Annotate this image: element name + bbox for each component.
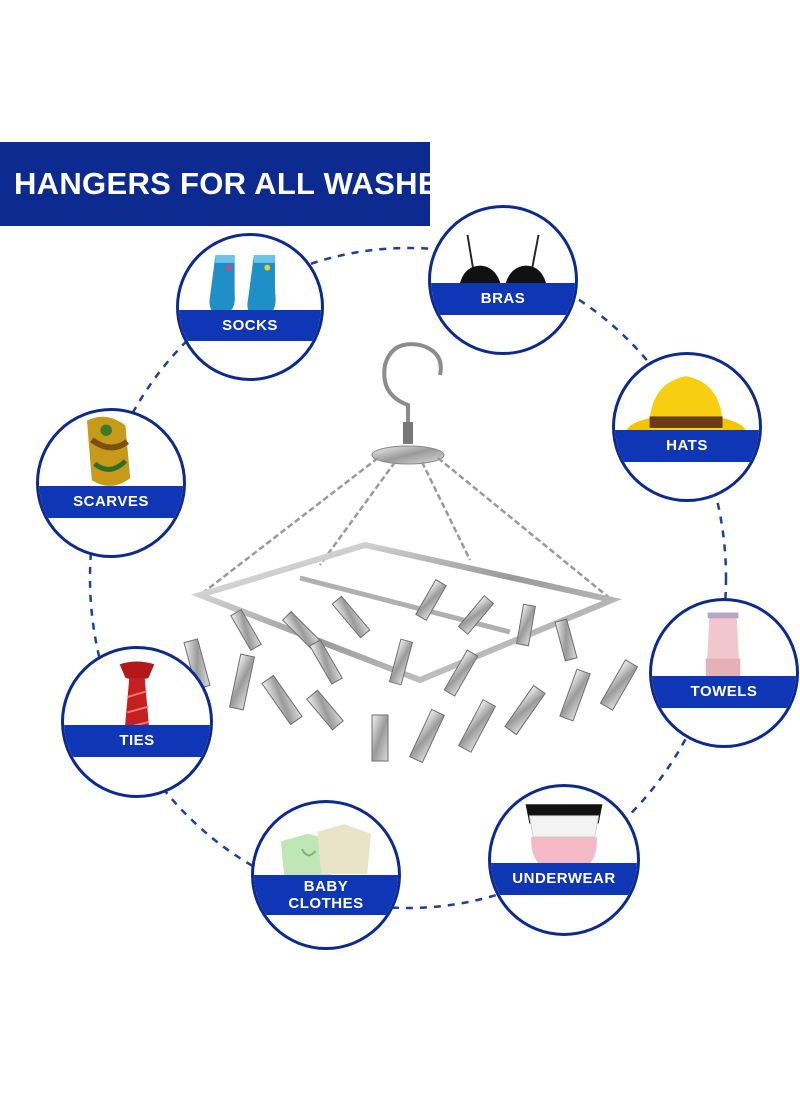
badge-label: BRAS: [480, 290, 526, 308]
badge-hats: HATS: [612, 352, 762, 502]
badge-label: UNDERWEAR: [512, 870, 616, 888]
tie-icon: [119, 661, 155, 755]
badge-ties: TIES: [61, 646, 213, 798]
badge-label: BABY CLOTHES: [288, 878, 364, 913]
badge-underwear: UNDERWEAR: [488, 784, 640, 936]
hat-icon: [626, 376, 746, 450]
badge-label: SOCKS: [222, 316, 278, 334]
badge-label: SCARVES: [73, 493, 149, 511]
underwear-icon: [525, 804, 603, 876]
baby-clothes-icon: [280, 824, 372, 882]
badge-socks: SOCKS: [176, 233, 324, 381]
badge-scarves: SCARVES: [36, 408, 186, 558]
title-banner: HANGERS FOR ALL WASHES: [0, 142, 459, 226]
badge-bras: BRAS: [428, 205, 578, 355]
banner-title: HANGERS FOR ALL WASHES: [14, 166, 460, 201]
socks-icon: [209, 255, 276, 317]
badge-baby-clothes: BABY CLOTHES: [251, 800, 401, 950]
badge-label: HATS: [666, 437, 708, 455]
badge-label: TOWELS: [690, 683, 758, 701]
towel-icon: [705, 612, 741, 690]
bra-icon: [457, 234, 549, 297]
scarf-icon: [87, 416, 131, 486]
badge-towels: TOWELS: [649, 598, 799, 748]
badge-label: TIES: [119, 732, 155, 750]
